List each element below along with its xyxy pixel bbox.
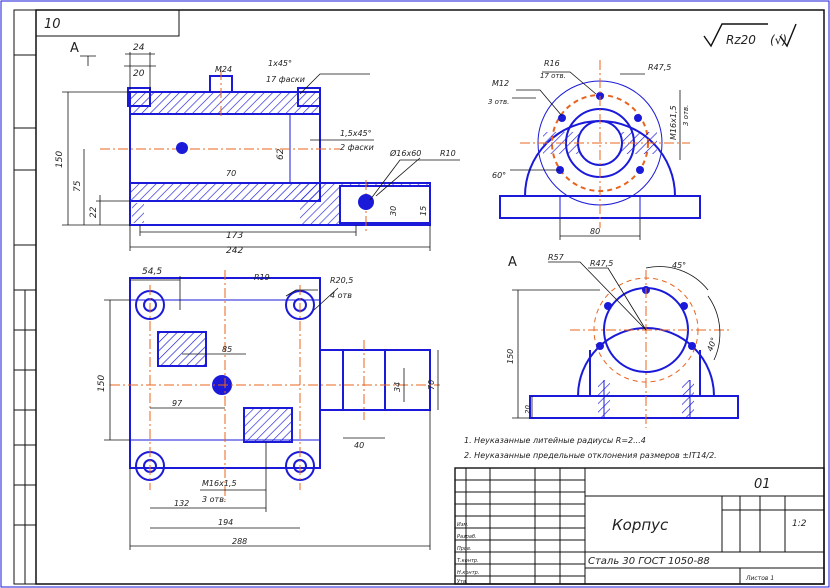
- chamfer-1b: 17 фаски: [266, 75, 305, 84]
- roughness-note: (√): [770, 33, 787, 47]
- side-m12: M12: [492, 79, 509, 88]
- title-row-izm: Изм.: [457, 522, 469, 528]
- dim-97: 97: [172, 399, 183, 408]
- dim-85: 85: [222, 345, 232, 354]
- thread-m16-count: 3 отв.: [202, 495, 226, 504]
- chamfer-2: 1,5x45°: [340, 129, 372, 138]
- dim-plan-150: 150: [97, 375, 107, 392]
- title-row-tkontr: Т.контр.: [457, 558, 479, 564]
- section-view: A: [508, 255, 739, 428]
- dim-15: 15: [419, 206, 428, 216]
- dim-132: 132: [174, 499, 189, 508]
- sheet-count: Листов 1: [745, 575, 774, 582]
- title-row-utv: Утв.: [457, 579, 468, 585]
- dim-288: 288: [232, 537, 247, 546]
- dim-22: 22: [89, 206, 99, 218]
- dim-150: 150: [55, 151, 65, 168]
- side-m16-count: 3 отв.: [682, 105, 690, 126]
- chamfer-1: 1x45°: [268, 59, 292, 68]
- dim-173: 173: [226, 231, 243, 241]
- section-label-a1: A: [70, 41, 79, 56]
- holes-4: 4 отв: [330, 291, 352, 300]
- roughness-label: Rz20: [726, 33, 756, 47]
- dim-20: 20: [133, 69, 145, 79]
- material: Сталь 30 ГОСТ 1050-88: [588, 556, 710, 567]
- zone-number: 10: [44, 17, 61, 32]
- section-r57: R57: [548, 253, 565, 262]
- side-dim-80: 80: [590, 227, 600, 236]
- dim-plan-70: 70: [427, 380, 436, 390]
- plan-view: [104, 270, 440, 550]
- title-block: [454, 467, 825, 585]
- side-view: [499, 60, 701, 240]
- dim-242: 242: [226, 246, 243, 256]
- section-angle-45: 45°: [672, 261, 686, 270]
- side-m16: M16x1,5: [669, 105, 678, 140]
- dim-75: 75: [73, 180, 83, 192]
- side-m12-count: 3 отв.: [488, 98, 509, 106]
- dim-70: 70: [226, 169, 236, 178]
- dim-62: 62: [276, 148, 286, 160]
- doc-number: 01: [754, 477, 771, 492]
- section-label-a2: A: [508, 255, 517, 270]
- dim-m24: M24: [215, 65, 232, 74]
- title-row-nkontr: Н.контр.: [457, 570, 479, 576]
- section-dim-20: 20: [524, 405, 532, 414]
- section-dim-150: 150: [506, 349, 515, 364]
- thread-m16: M16x1,5: [202, 479, 237, 488]
- dim-r20-5: R20,5: [330, 276, 353, 285]
- dim-r19: R19: [254, 273, 270, 282]
- roughness-symbol: Rz20 (√): [703, 23, 797, 48]
- title-row-prov: Пров.: [457, 546, 472, 552]
- dim-24: 24: [133, 43, 145, 53]
- note-2: 2. Неуказанные предельные отклонения раз…: [464, 451, 717, 460]
- dim-34: 34: [393, 382, 402, 392]
- front-view: A: [62, 41, 460, 251]
- part-name: Корпус: [612, 516, 669, 534]
- dim-54-5: 54,5: [142, 267, 162, 277]
- dim-radius-16: Ø16x60: [389, 148, 421, 158]
- note-1: 1. Неуказанные литейные радиусы R=2...4: [464, 436, 646, 445]
- side-r16: R16: [544, 59, 560, 68]
- chamfer-2b: 2 фаски: [340, 143, 374, 152]
- side-angle-60: 60°: [492, 171, 506, 180]
- scale: 1:2: [792, 519, 807, 529]
- dim-194: 194: [218, 518, 233, 527]
- side-r47-5: R47,5: [648, 63, 671, 72]
- dim-40: 40: [354, 441, 364, 450]
- title-row-razrab: Разраб.: [457, 534, 477, 540]
- section-r47-5: R47,5: [590, 259, 613, 268]
- side-holes-17: 17 отв.: [540, 72, 566, 80]
- dim-r10: R10: [440, 149, 456, 158]
- section-angle-40: 40°: [705, 336, 718, 352]
- dim-30: 30: [389, 206, 398, 216]
